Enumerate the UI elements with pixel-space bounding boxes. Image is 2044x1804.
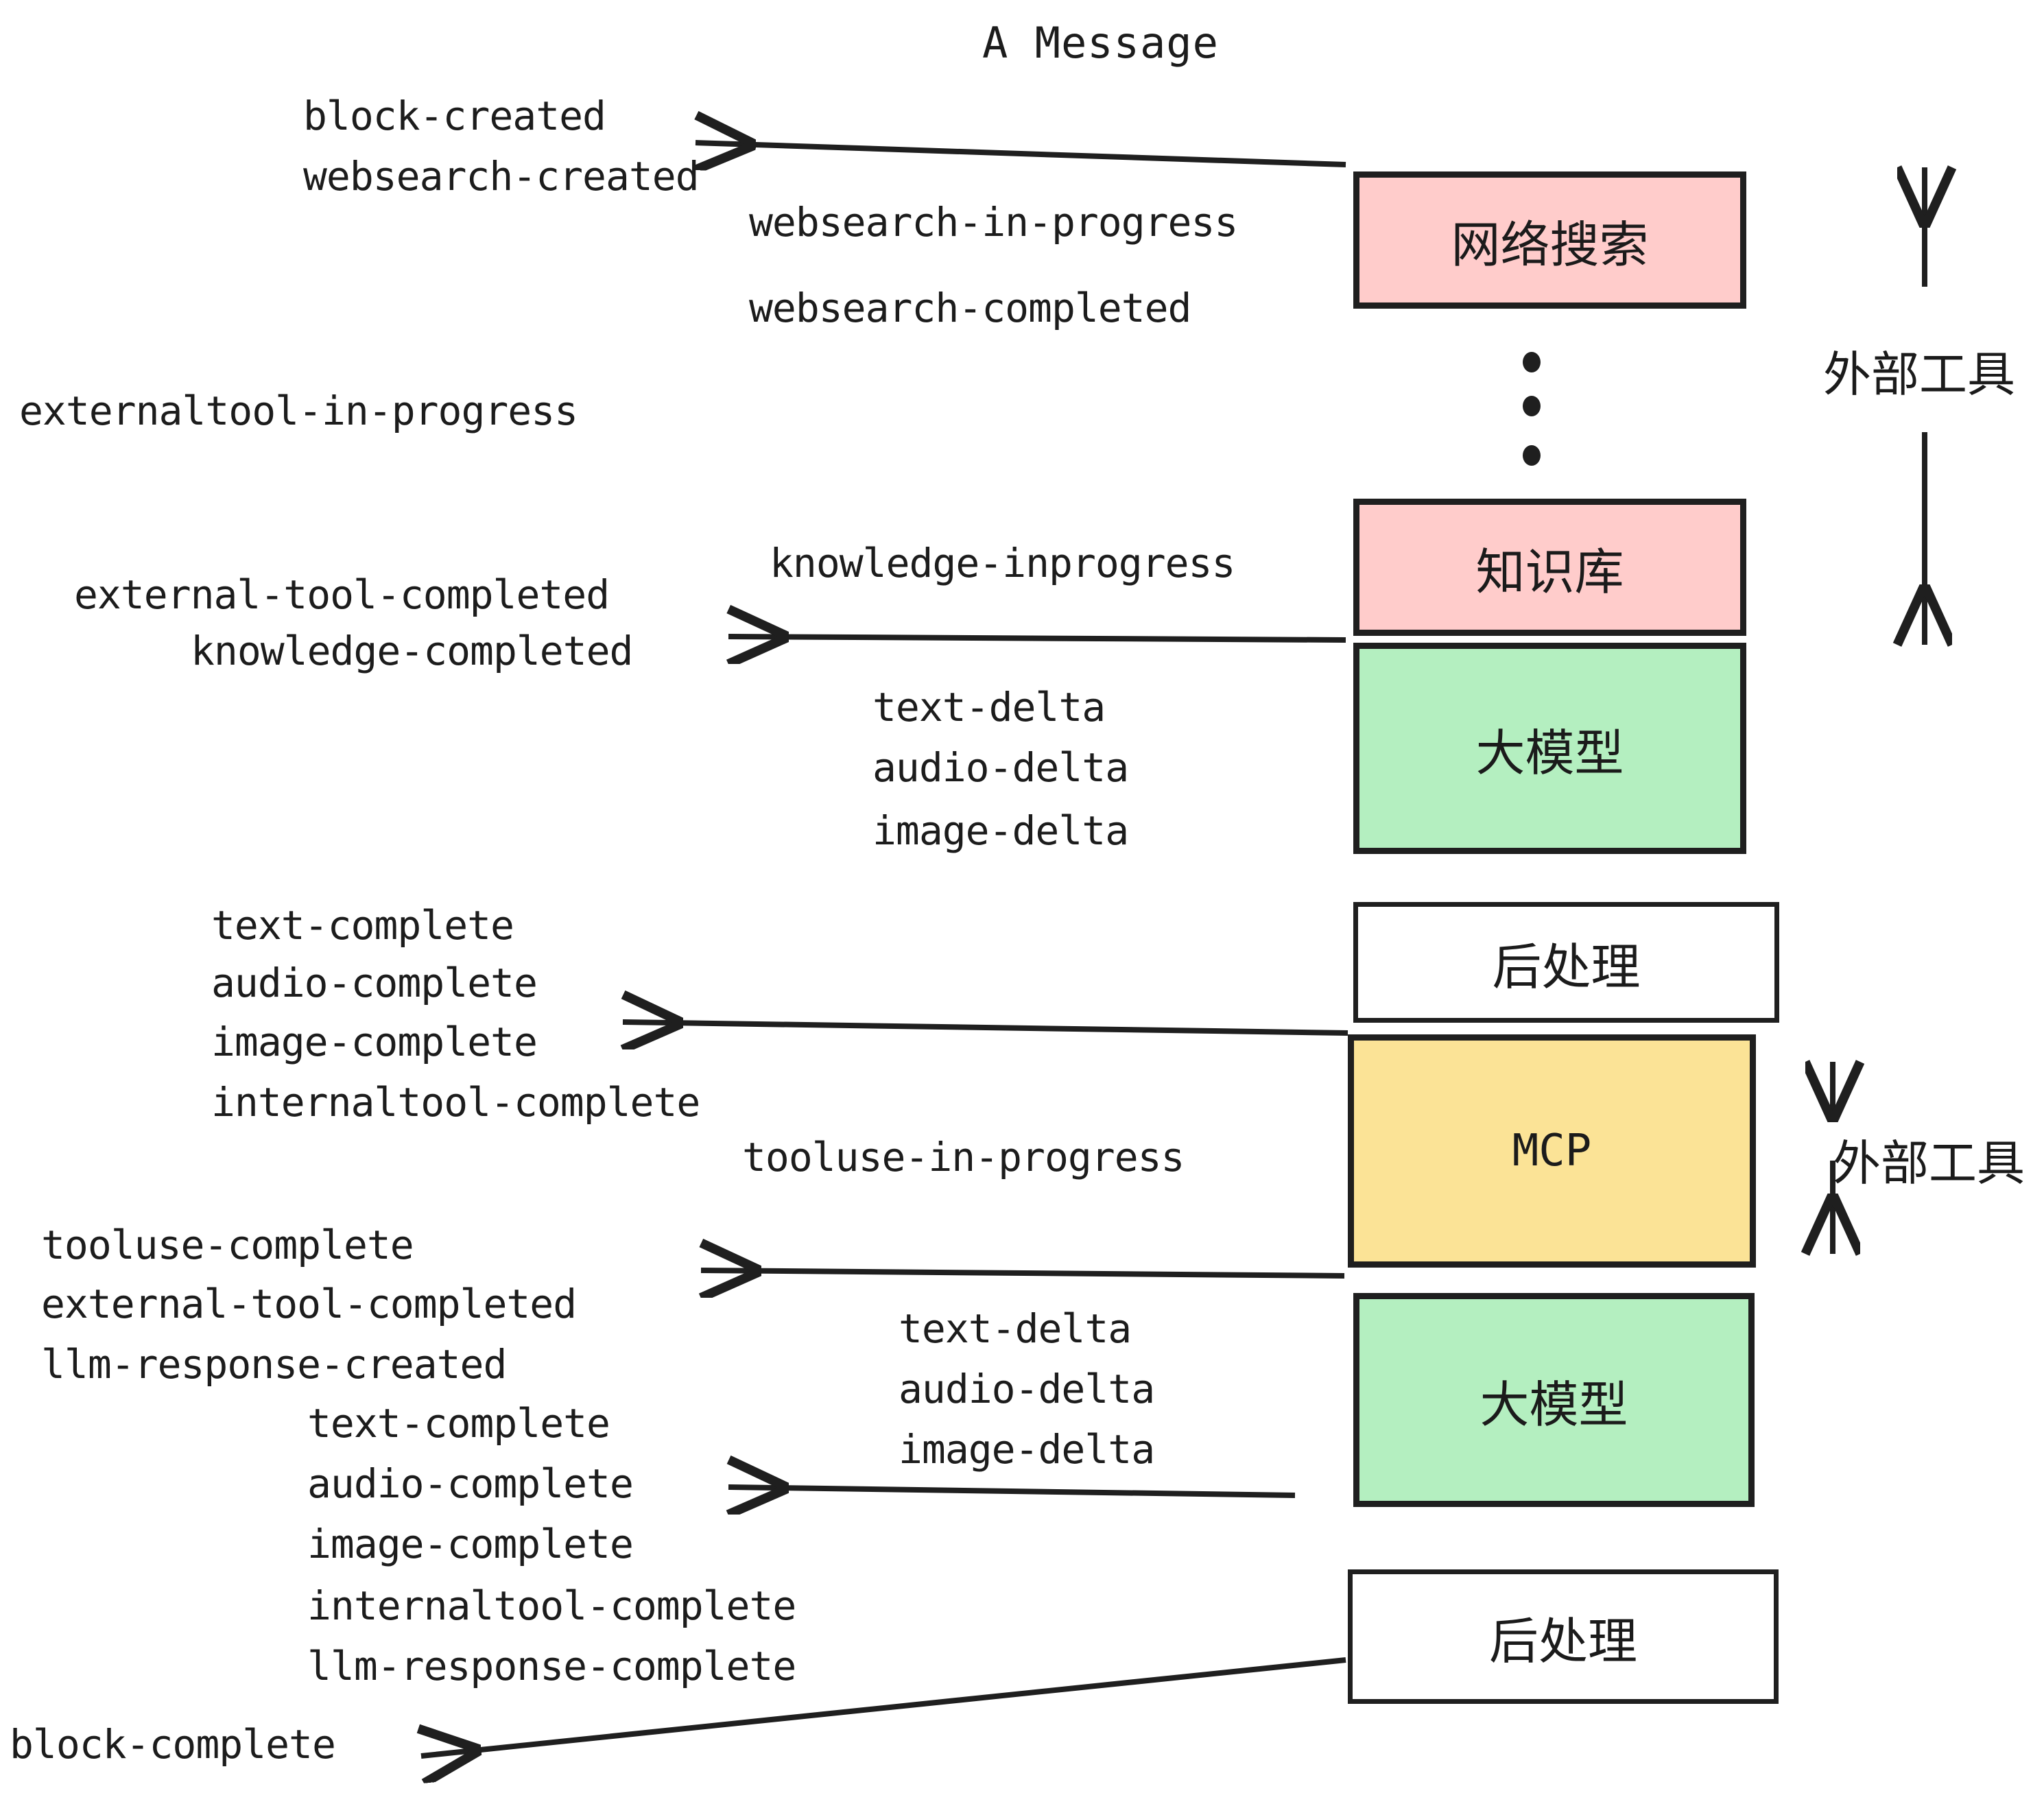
node-box-knowledge[interactable]: 知识库 [1353, 499, 1746, 636]
event-label-internaltool-complete-1: internaltool-complete [211, 1079, 700, 1126]
event-label-tooluse-complete: tooluse-complete [41, 1222, 414, 1268]
event-label-llm-response-complete: llm-response-complete [307, 1643, 796, 1689]
vertical-ellipsis-icon [1523, 346, 1564, 470]
node-box-mcp-label: MCP [1512, 1126, 1592, 1176]
event-label-block-complete: block-complete [10, 1721, 336, 1768]
event-label-image-complete-2: image-complete [307, 1521, 634, 1567]
event-label-externaltool-in-progress: externaltool-in-progress [19, 388, 578, 434]
arrow-mcp-to-tooluse-complete [701, 1270, 1345, 1276]
node-box-llm-1-label: 大模型 [1475, 724, 1624, 782]
event-label-text-delta-2: text-delta [899, 1305, 1132, 1352]
annotation-external-tool-lower: 外部工具 [1833, 1135, 2025, 1191]
event-label-external-tool-completed-1: external-tool-completed [74, 571, 610, 618]
node-box-llm-2[interactable]: 大模型 [1353, 1293, 1755, 1507]
event-label-image-delta-1: image-delta [872, 807, 1129, 854]
event-label-websearch-in-progress: websearch-in-progress [749, 199, 1238, 246]
node-box-postprocess-2-label: 后处理 [1488, 1612, 1637, 1670]
arrow-websearch-to-created [696, 143, 1346, 165]
event-label-knowledge-completed: knowledge-completed [191, 628, 633, 674]
event-label-internaltool-complete-2: internaltool-complete [307, 1582, 796, 1629]
arrow-postprocess-to-image-complete [623, 1022, 1348, 1033]
event-label-websearch-created: websearch-created [303, 153, 700, 200]
node-box-knowledge-label: 知识库 [1475, 543, 1624, 601]
node-box-postprocess-2[interactable]: 后处理 [1348, 1569, 1779, 1704]
event-label-audio-delta-1: audio-delta [872, 744, 1129, 791]
page-title: A Message [982, 18, 1219, 68]
event-label-audio-complete-1: audio-complete [211, 960, 538, 1006]
arrow-llm2-to-audio-complete [728, 1487, 1296, 1495]
event-label-image-complete-1: image-complete [211, 1019, 538, 1065]
node-box-llm-2-label: 大模型 [1479, 1375, 1628, 1434]
event-label-llm-response-created: llm-response-created [41, 1341, 507, 1388]
node-box-postprocess-1-label: 后处理 [1492, 938, 1641, 996]
node-box-websearch[interactable]: 网络搜索 [1353, 171, 1746, 309]
arrow-knowledge-to-completed [728, 637, 1346, 640]
event-label-external-tool-completed-2: external-tool-completed [41, 1281, 577, 1327]
node-box-postprocess-1[interactable]: 后处理 [1353, 902, 1779, 1023]
event-label-websearch-completed: websearch-completed [749, 285, 1191, 331]
node-box-llm-1[interactable]: 大模型 [1353, 643, 1746, 854]
event-label-text-delta-1: text-delta [872, 684, 1106, 731]
event-label-text-complete-2: text-complete [307, 1400, 610, 1447]
node-box-mcp[interactable]: MCP [1348, 1034, 1756, 1268]
event-label-audio-complete-2: audio-complete [307, 1460, 634, 1507]
event-label-block-created: block-created [303, 93, 606, 139]
event-label-image-delta-2: image-delta [899, 1426, 1155, 1473]
node-box-websearch-label: 网络搜索 [1451, 215, 1649, 274]
annotation-external-tool-upper: 外部工具 [1823, 346, 2015, 403]
event-label-tooluse-in-progress: tooluse-in-progress [742, 1134, 1185, 1180]
event-label-text-complete-1: text-complete [211, 902, 514, 949]
event-label-audio-delta-2: audio-delta [899, 1366, 1155, 1412]
event-label-knowledge-inprogress: knowledge-inprogress [770, 540, 1235, 586]
